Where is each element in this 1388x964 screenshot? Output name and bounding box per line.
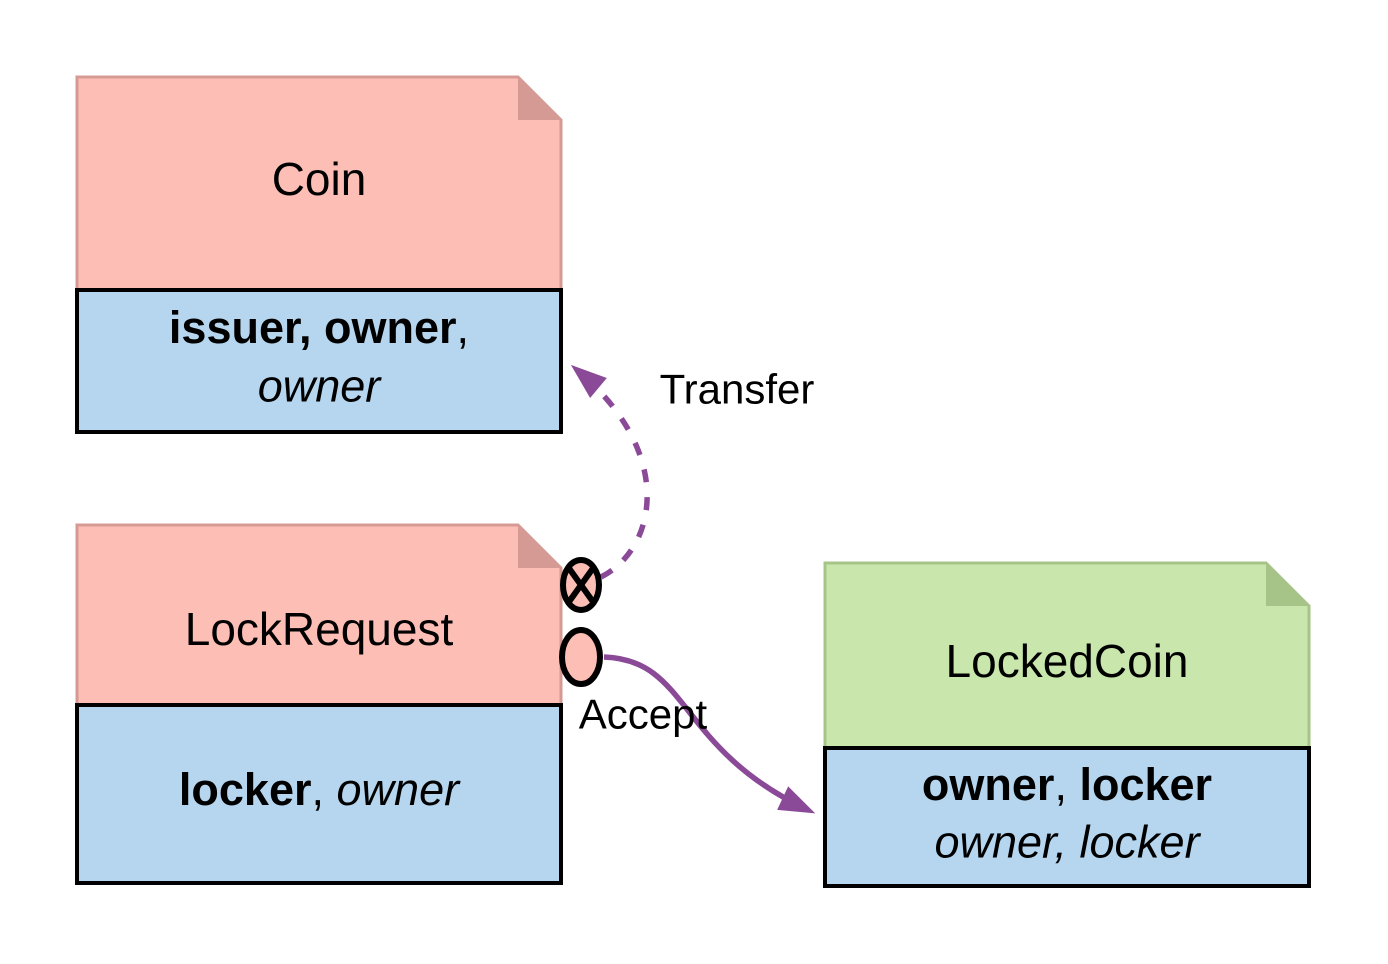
lock-request-separator: , <box>312 764 337 815</box>
lock-request-participant-italic: owner <box>337 764 462 815</box>
transfer-label: Transfer <box>660 366 815 413</box>
transfer-edge: Transfer <box>570 364 815 580</box>
lock-request-signers-bold: locker <box>179 764 312 815</box>
lock-request-title: LockRequest <box>185 603 454 655</box>
accept-label: Accept <box>579 691 708 738</box>
coin-attributes-box <box>75 288 563 434</box>
locked-coin-node: LockedCoin owner, locker owner, locker <box>823 561 1311 888</box>
locked-coin-note-fold-icon <box>1266 563 1309 606</box>
coin-signers-line: issuer, owner, <box>169 302 469 353</box>
circle-icon <box>559 627 603 687</box>
coin-title: Coin <box>272 153 367 205</box>
transfer-arrow-path <box>570 364 650 580</box>
accept-edge: Accept <box>579 654 816 814</box>
locked-coin-separator: , <box>1054 759 1079 810</box>
accept-arrow-path <box>603 654 816 814</box>
locked-coin-note-shape <box>823 561 1311 752</box>
consume-marker <box>560 557 602 613</box>
coin-participants-line: owner <box>258 361 383 412</box>
circle-x-stroke-2 <box>565 565 597 605</box>
lock-request-node: LockRequest locker, owner <box>75 523 563 885</box>
coin-signers-comma: , <box>457 302 470 353</box>
locked-coin-signers-bold-b: locker <box>1079 759 1212 810</box>
lock-request-note-shape <box>75 523 563 709</box>
lock-request-note-fold-icon <box>518 525 561 568</box>
locked-coin-attributes-box <box>823 746 1311 888</box>
coin-note-fold-icon <box>518 77 561 120</box>
locked-coin-signers-bold-a: owner <box>922 759 1055 810</box>
locked-coin-signers-line: owner, locker <box>922 759 1212 810</box>
locked-coin-participants-line: owner, locker <box>934 817 1201 868</box>
lock-request-attributes-box <box>75 703 563 885</box>
produce-marker <box>559 627 603 687</box>
coin-node: Coin issuer, owner, owner <box>75 75 563 434</box>
lock-request-signers-line: locker, owner <box>179 764 461 815</box>
coin-note-shape <box>75 75 563 294</box>
locked-coin-title: LockedCoin <box>946 635 1189 687</box>
coin-signers-bold: issuer, owner <box>169 302 457 353</box>
